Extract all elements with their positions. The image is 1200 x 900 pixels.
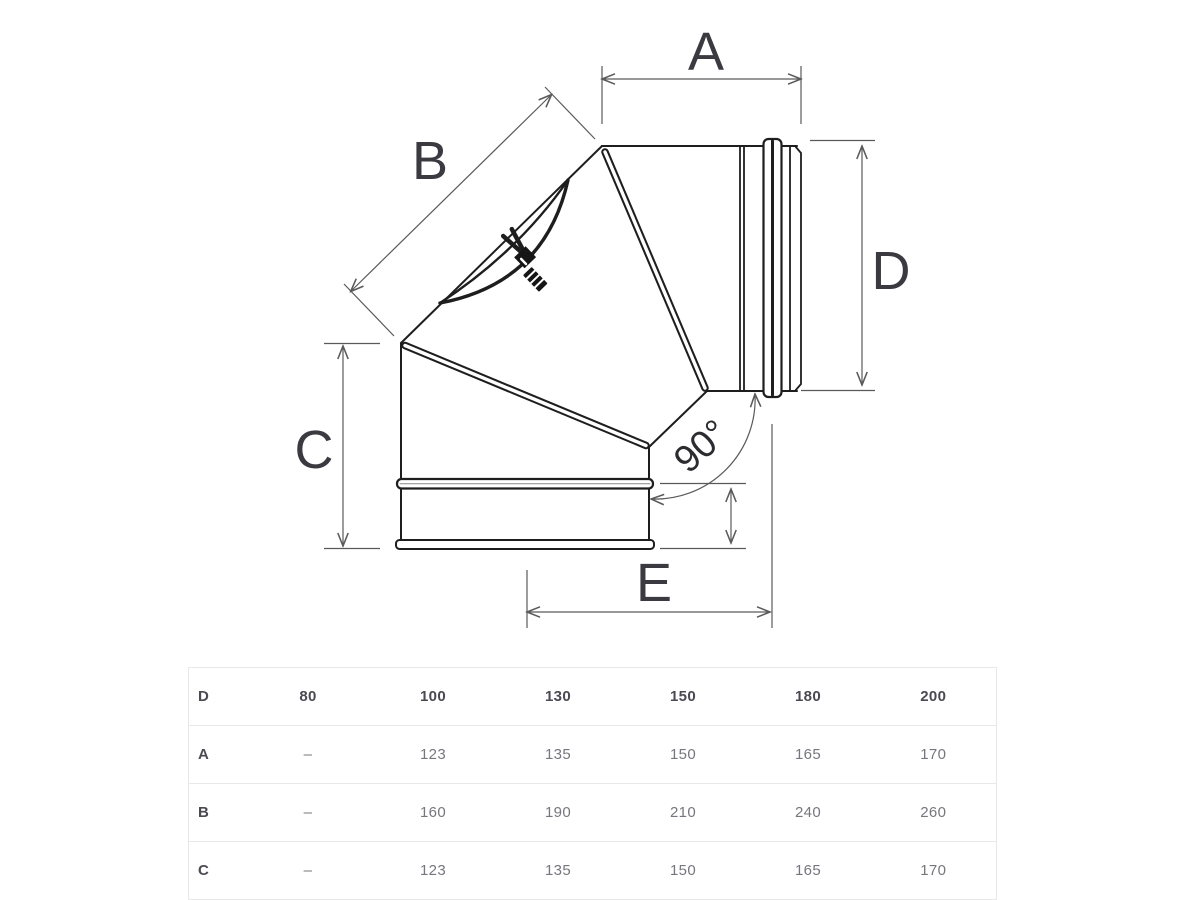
elbow-body [395, 137, 802, 550]
elbow-technical-drawing: A B C D E [295, 22, 911, 628]
header-cell-d: D [188, 667, 246, 726]
header-cell-150: 150 [620, 667, 746, 726]
header-cell-130: 130 [495, 667, 621, 726]
table-cell: 135 [495, 725, 621, 784]
inlet-lip [395, 539, 655, 550]
header-cell-100: 100 [370, 667, 496, 726]
dimensions: A B C D E [295, 22, 911, 628]
socket-depth-extensions [660, 482, 746, 550]
table-cell: 123 [370, 841, 496, 900]
table-header-row: D 80 100 130 150 180 200 [188, 667, 997, 726]
angle-arc [651, 394, 755, 499]
size-table-section: D 80 100 130 150 180 200 A – 123 135 150… [188, 667, 998, 900]
dimension-b-label: B [412, 131, 448, 191]
table-cell: 165 [745, 725, 871, 784]
dimension-socket-depth [660, 482, 746, 550]
table-cell: 260 [870, 783, 997, 842]
dimension-d-extensions [801, 139, 875, 392]
dimension-e-extensions [526, 424, 773, 628]
dimension-c: C [295, 342, 380, 550]
outlet-spigot-end [739, 145, 802, 392]
dimension-c-label: C [295, 420, 334, 480]
table-row-c: C – 123 135 150 165 170 [188, 841, 997, 900]
table-cell: 170 [870, 725, 997, 784]
dimension-d: D [801, 139, 911, 392]
clamp-screw-icon [500, 226, 548, 292]
table-cell: 170 [870, 841, 997, 900]
table-row-b: B – 160 190 210 240 260 [188, 783, 997, 842]
dimension-b: B [343, 86, 596, 337]
angle-label: 90° [666, 412, 737, 482]
dimension-b-line [351, 95, 552, 292]
table-cell: 210 [620, 783, 746, 842]
outlet-bead [762, 137, 783, 399]
table-cell: 240 [745, 783, 871, 842]
table-cell: – [245, 725, 371, 784]
header-cell-180: 180 [745, 667, 871, 726]
header-cell-80: 80 [245, 667, 371, 726]
dimension-c-extensions [324, 342, 380, 550]
table-cell: 123 [370, 725, 496, 784]
row-label: C [188, 841, 246, 900]
dimensions-table: D 80 100 130 150 180 200 A – 123 135 150… [188, 667, 997, 900]
table-cell: 165 [745, 841, 871, 900]
elbow-miter-seams [401, 148, 709, 450]
row-label: B [188, 783, 246, 842]
table-cell: 150 [620, 725, 746, 784]
table-cell: 135 [495, 841, 621, 900]
table-cell: 160 [370, 783, 496, 842]
dimension-d-label: D [872, 241, 911, 301]
table-row-a: A – 123 135 150 165 170 [188, 725, 997, 784]
dimension-a-label: A [688, 22, 724, 82]
dimension-e-label: E [636, 553, 672, 613]
table-cell: – [245, 841, 371, 900]
table-cell: 190 [495, 783, 621, 842]
inlet-bead [395, 477, 655, 490]
table-cell: – [245, 783, 371, 842]
dimension-a: A [602, 22, 801, 124]
dimension-e: E [526, 424, 773, 628]
row-label: A [188, 725, 246, 784]
table-cell: 150 [620, 841, 746, 900]
header-cell-200: 200 [870, 667, 997, 726]
